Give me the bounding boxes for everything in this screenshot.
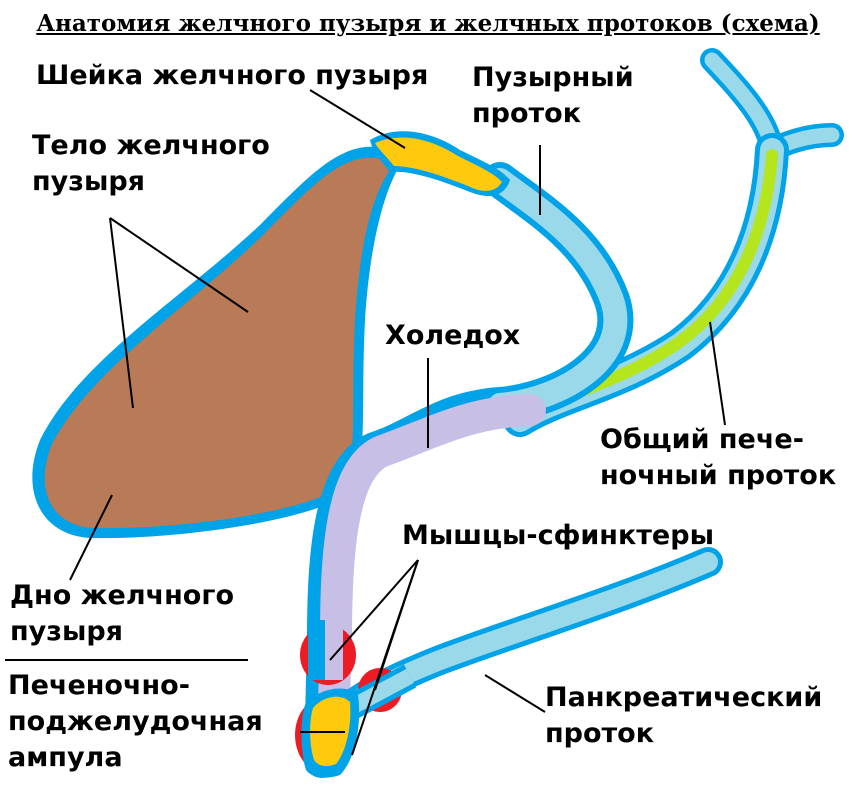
leader-neck xyxy=(309,89,406,149)
label-body-line1: Тело желчного xyxy=(32,130,270,161)
label-fundus: Дно желчного пузыря xyxy=(10,578,234,650)
label-cystic: Пузырный проток xyxy=(472,60,634,132)
label-cystic-line1: Пузырный xyxy=(472,62,634,93)
label-pancreatic-line2: проток xyxy=(545,718,655,749)
pancreatic-through-sphincter-lumen xyxy=(346,668,414,716)
label-ampulla-line3: ампула xyxy=(8,742,123,773)
label-ampulla: Печеночно- поджелудочная ампула xyxy=(8,668,263,776)
leader-pancreatic xyxy=(484,674,546,713)
label-ampulla-line1: Печеночно- xyxy=(8,670,190,701)
leader-lines xyxy=(5,89,726,756)
diagram-title: Анатомия желчного пузыря и желчных прото… xyxy=(36,10,820,37)
label-pancreatic: Панкреатический проток xyxy=(545,680,822,752)
leader-body-2 xyxy=(109,217,134,409)
choledoch-lumen xyxy=(318,394,546,716)
label-choledoch: Холедох xyxy=(385,320,521,351)
label-fundus-line1: Дно желчного xyxy=(10,580,235,611)
leader-hepatic xyxy=(709,321,726,426)
gallbladder xyxy=(32,146,400,539)
hepatopancreatic-ampulla xyxy=(301,688,360,778)
label-fundus-line2: пузыря xyxy=(10,616,124,647)
label-neck: Шейка желчного пузыря xyxy=(36,60,429,91)
neck-fill xyxy=(375,137,502,191)
label-body: Тело желчного пузыря xyxy=(32,128,270,200)
leader-sphincter-1 xyxy=(329,559,419,661)
gallbladder-neck xyxy=(370,131,510,196)
label-sphincters: Мышцы-сфинктеры xyxy=(402,520,714,551)
label-hepatic-line1: Общий пече- xyxy=(600,424,804,455)
leader-fundus xyxy=(69,494,113,581)
label-ampulla-line2: поджелудочная xyxy=(8,706,263,737)
leader-body-1 xyxy=(109,217,249,313)
label-hepatic-line2: ночный проток xyxy=(600,460,837,491)
label-hepatic: Общий пече- ночный проток xyxy=(600,422,836,494)
leader-sphincter-3 xyxy=(351,559,419,756)
label-cystic-line2: проток xyxy=(472,98,582,129)
label-body-line2: пузыря xyxy=(32,166,146,197)
label-pancreatic-line1: Панкреатический xyxy=(545,682,823,713)
gallbladder-body xyxy=(44,157,390,529)
